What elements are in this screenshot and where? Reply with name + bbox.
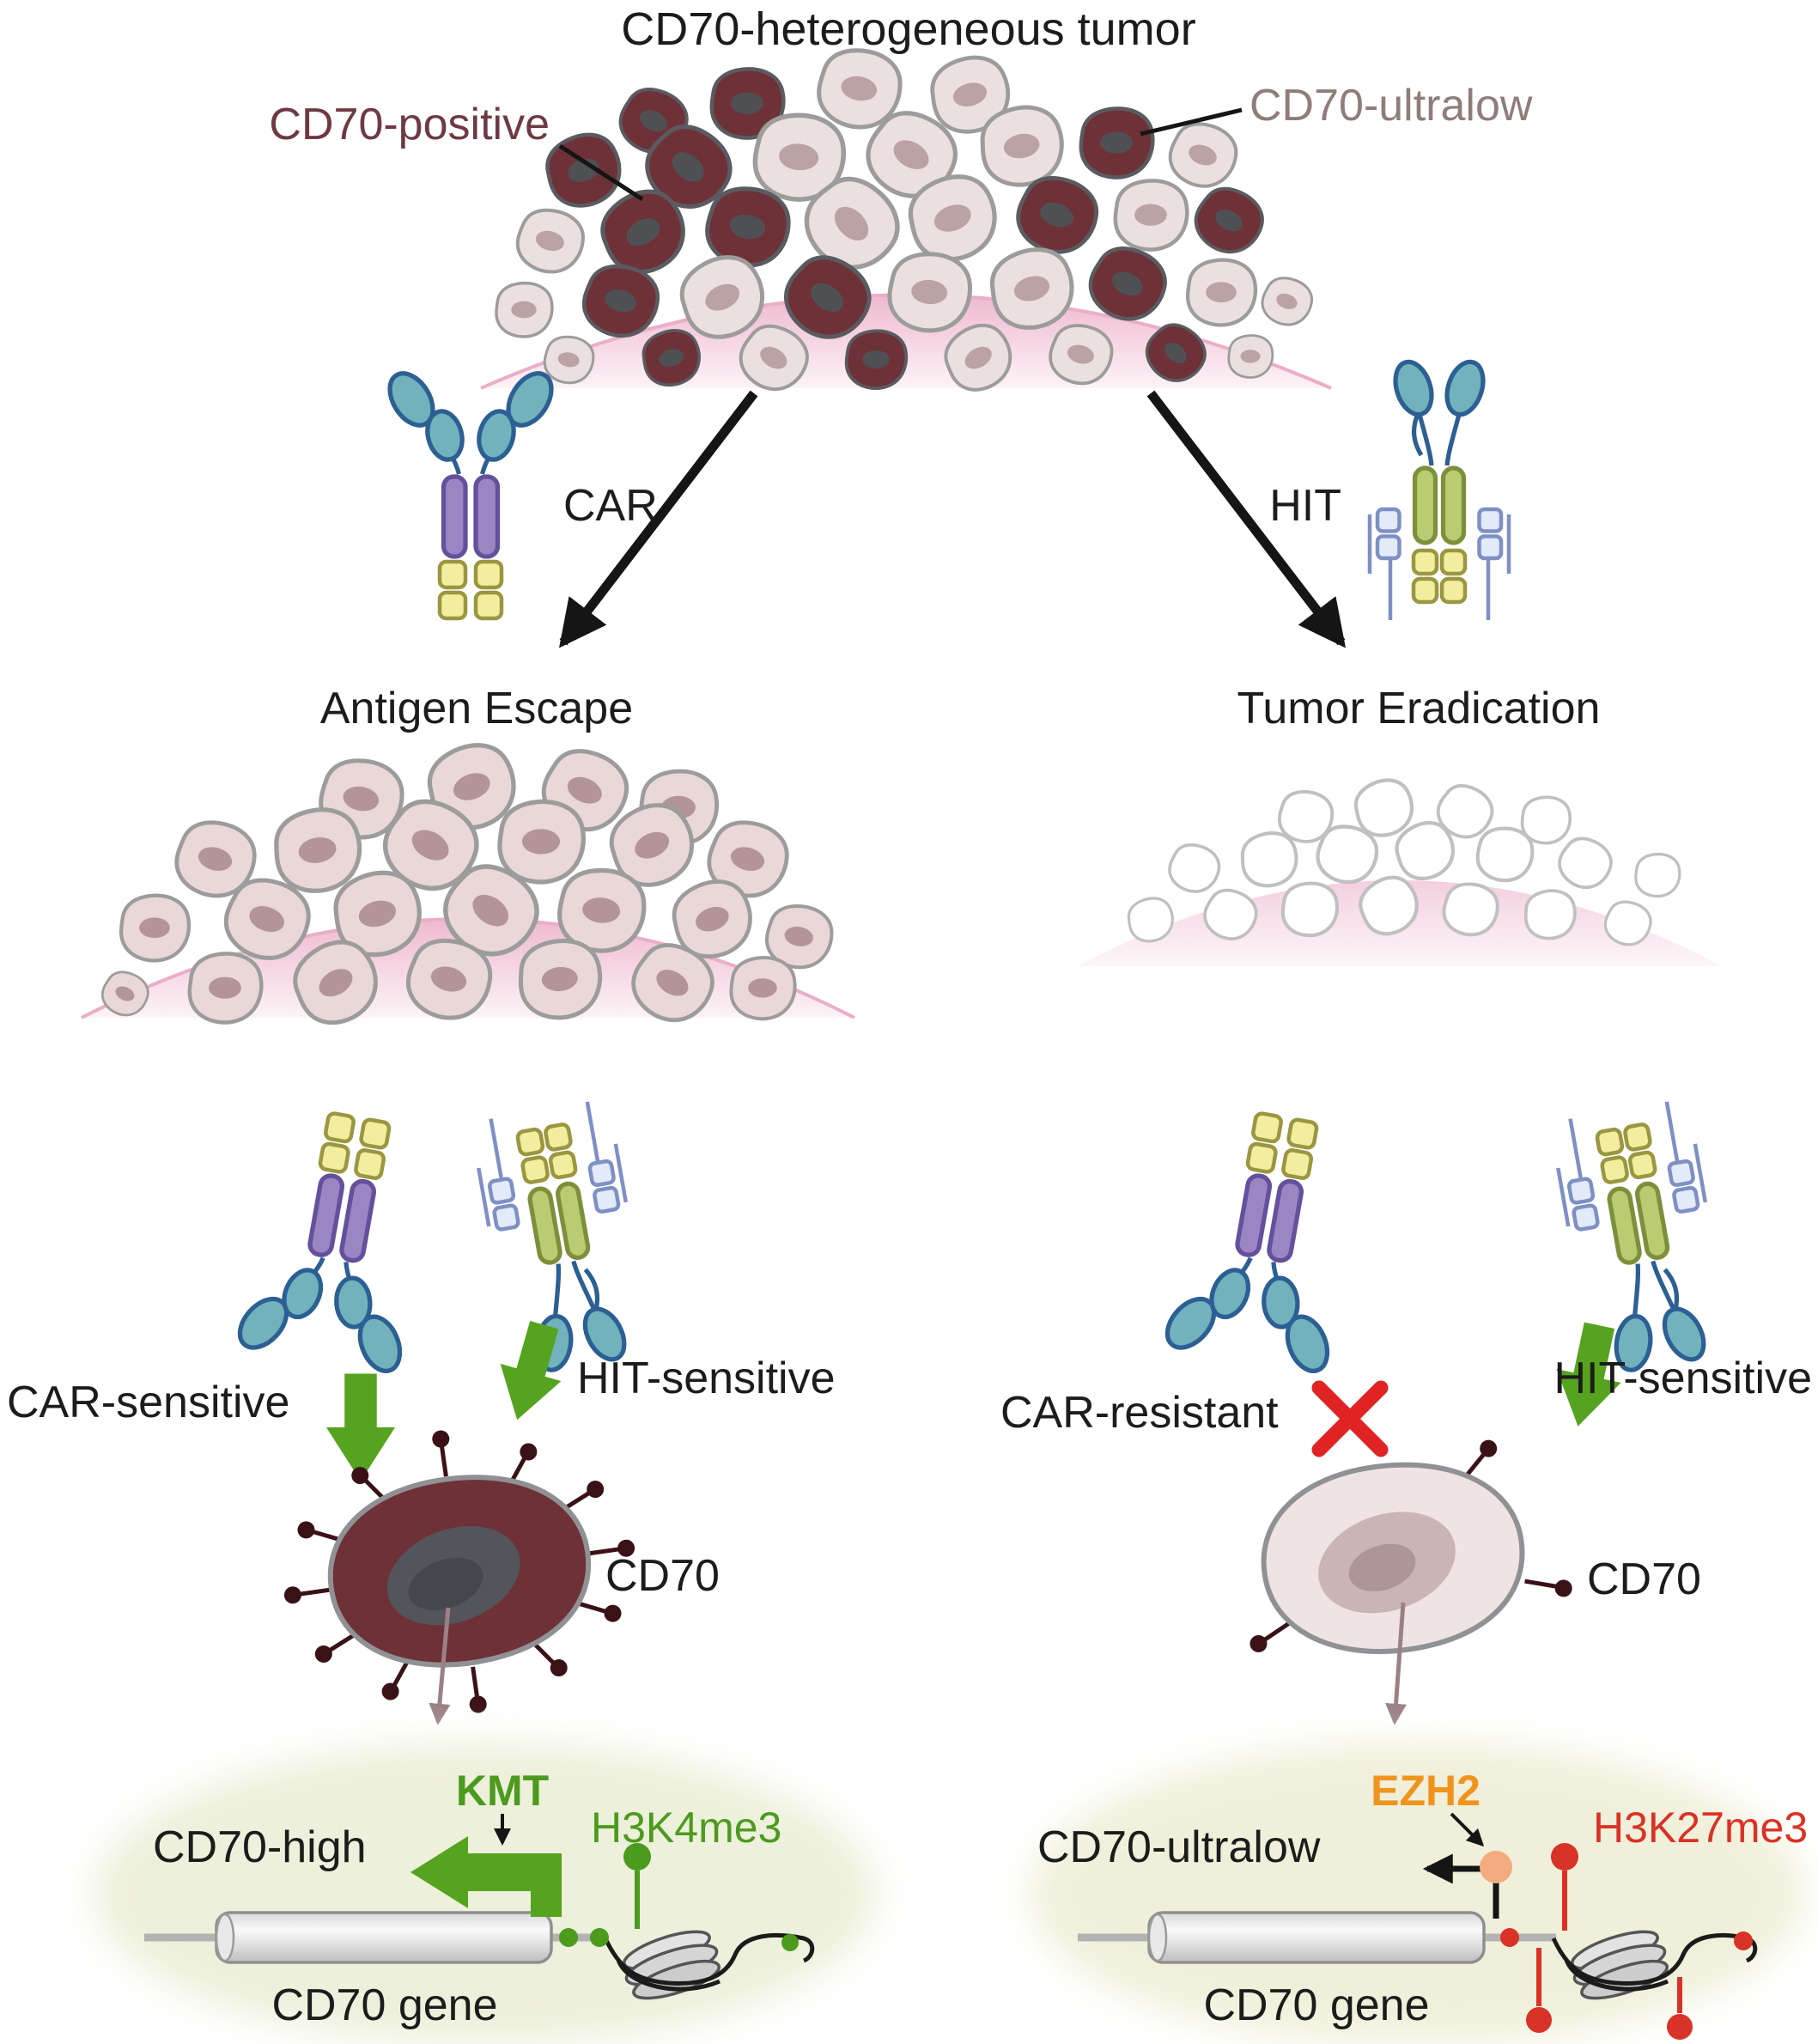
hit-receptor-icon-right [1550, 1098, 1733, 1381]
tumor-cell [1255, 271, 1319, 333]
arrow-to-eradication [1146, 390, 1347, 648]
pointer-line-ultralow [1140, 107, 1243, 137]
tumor-cell [1186, 179, 1272, 264]
label-tumor-eradication: Tumor Eradication [1237, 684, 1601, 733]
green-arrow-car-sensitive [326, 1373, 395, 1481]
car-receptor-icon-left [228, 1103, 447, 1383]
gene-diagram-right: EZH2 H3K27me3 CD70-ultralow CD70 gene [1037, 1767, 1808, 2040]
tumor-cell [1116, 180, 1188, 249]
gene-bar [1147, 1911, 1486, 1964]
tumor-cell [844, 329, 909, 390]
tumor-cell [538, 125, 629, 215]
label-kmt: KMT [456, 1767, 549, 1815]
label-h3k4me3: H3K4me3 [591, 1804, 781, 1852]
cd70-ultralow-cell [1249, 1439, 1572, 1665]
dead-cell [1162, 836, 1226, 900]
label-ezh2: EZH2 [1371, 1767, 1481, 1815]
label-cd70-gene-right: CD70 gene [1203, 1980, 1429, 2030]
dna-wrap-back [603, 1932, 815, 1986]
label-antigen-escape: Antigen Escape [320, 684, 633, 733]
ezh2-pointer-arrow [1450, 1812, 1485, 1847]
tumor-cell [121, 896, 189, 961]
dna-wrap-front [616, 1959, 721, 1992]
tumor-cell [512, 204, 589, 279]
dead-cell [1520, 795, 1572, 845]
dna-wrap-front [1564, 1959, 1669, 1992]
car-receptor-icon-top [381, 366, 561, 618]
pointer-line-positive [558, 143, 644, 202]
car-receptor-icon-right [1155, 1103, 1375, 1383]
cd70-spike-heads [283, 1430, 635, 1713]
tumor-eradicated [1078, 773, 1722, 966]
dead-cell [1283, 884, 1337, 936]
label-cd70-ultralow-expression: CD70-ultralow [1037, 1822, 1321, 1872]
tumor-cell [495, 281, 554, 338]
transcription-arrow-active [410, 1836, 562, 1917]
tumor-cell [500, 801, 583, 882]
label-cd70-ultralow: CD70-ultralow [1249, 81, 1533, 131]
red-x-icon [1311, 1380, 1389, 1457]
cd70-spikes [299, 1445, 620, 1698]
label-h3k27me3: H3K27me3 [1593, 1804, 1808, 1852]
tumor-cell [1227, 334, 1274, 379]
tumor-cell [190, 953, 262, 1022]
label-hit: HIT [1269, 481, 1341, 531]
label-cd70-right: CD70 [1587, 1554, 1701, 1604]
hit-receptor-icon-left [471, 1098, 654, 1381]
label-hit-sensitive-left: HIT-sensitive [577, 1354, 836, 1403]
cd70-spike-heads [1249, 1439, 1572, 1652]
label-cd70-gene-left: CD70 gene [271, 1980, 497, 2030]
figure-title: CD70-heterogeneous tumor [621, 3, 1195, 55]
label-cd70-positive: CD70-positive [269, 100, 550, 149]
ezh2-block-dot [1480, 1851, 1512, 1883]
gene-diagram-left: KMT H3K4me3 CD70-high CD70 gene [144, 1767, 815, 2030]
h3k27me3-marks [1500, 1843, 1753, 2040]
label-car-sensitive: CAR-sensitive [7, 1378, 289, 1427]
label-car-resistant: CAR-resistant [1000, 1388, 1279, 1438]
hit-receptor-icon-top [1370, 357, 1509, 620]
label-hit-sensitive-right: HIT-sensitive [1554, 1354, 1812, 1403]
arrow-cell-to-gene-left [429, 1607, 451, 1725]
cell-nucleolus [408, 1557, 483, 1610]
cd70-high-cell [283, 1430, 635, 1713]
dead-cell [1550, 829, 1620, 898]
dead-cell [1634, 852, 1681, 898]
cd70-spikes [1263, 1452, 1557, 1642]
cell-nucleolus [1348, 1543, 1416, 1591]
label-cd70-left: CD70 [605, 1551, 720, 1601]
tumor-cell [1081, 108, 1153, 177]
arrow-to-escape [558, 390, 758, 648]
label-cd70-high: CD70-high [153, 1822, 367, 1872]
label-car: CAR [563, 481, 658, 531]
tumor-cell [1188, 260, 1256, 325]
tumor-heterogeneous [480, 45, 1332, 401]
tumor-escape [81, 734, 855, 1035]
arrow-cell-to-gene-right [1385, 1602, 1407, 1725]
gene-bar [215, 1911, 553, 1964]
dead-cell [1475, 826, 1534, 883]
tumor-cell [731, 958, 794, 1019]
h3k4me3-marks [559, 1928, 799, 1951]
h3k4me3-lollipop [623, 1843, 651, 1871]
